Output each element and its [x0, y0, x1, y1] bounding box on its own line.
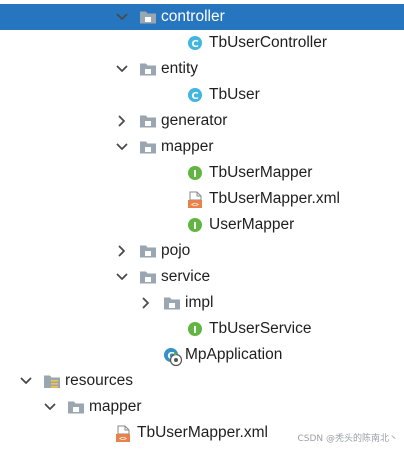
collapsed-arrow-icon[interactable] — [140, 290, 152, 316]
tree-node[interactable]: I TbUserMapper — [0, 160, 404, 186]
folder-icon — [163, 290, 181, 316]
expanded-arrow-icon[interactable] — [20, 368, 32, 394]
class-icon: C — [187, 30, 205, 56]
tree-node[interactable]: impl — [0, 290, 404, 316]
tree-node-label: TbUserMapper.xml — [209, 190, 340, 207]
tree-node-label: TbUserMapper — [209, 164, 313, 181]
tree-node-label: mapper — [161, 138, 214, 155]
svg-text:C: C — [167, 351, 174, 362]
tree-node-label: MpApplication — [185, 346, 283, 363]
tree-node-label: service — [161, 268, 211, 285]
xml-file-icon: <> — [187, 186, 205, 212]
interface-icon: I — [187, 212, 205, 238]
collapsed-arrow-icon[interactable] — [116, 108, 128, 134]
svg-text:C: C — [191, 91, 198, 102]
tree-node-label: controller — [161, 8, 225, 25]
tree-node-label: UserMapper — [209, 216, 295, 233]
expanded-arrow-icon[interactable] — [116, 4, 128, 30]
tree-node[interactable]: generator — [0, 108, 404, 134]
folder-icon — [139, 134, 157, 160]
tree-node[interactable]: C TbUser — [0, 82, 404, 108]
tree-node-label: mapper — [89, 398, 142, 415]
tree-node-label: resources — [65, 372, 134, 389]
tree-node-label: impl — [185, 294, 214, 311]
tree-node-label: TbUserMapper.xml — [137, 424, 268, 441]
svg-text:C: C — [191, 39, 198, 50]
svg-text:I: I — [193, 169, 197, 180]
tree-node[interactable]: controller — [0, 4, 404, 30]
tree-node-label: TbUserService — [209, 320, 312, 337]
expanded-arrow-icon[interactable] — [44, 394, 56, 420]
expanded-arrow-icon[interactable] — [116, 134, 128, 160]
tree-node-label: pojo — [161, 242, 191, 259]
tree-node-label: entity — [161, 60, 199, 77]
interface-icon: I — [187, 160, 205, 186]
tree-node[interactable]: service — [0, 264, 404, 290]
tree-node[interactable]: C TbUserController — [0, 30, 404, 56]
expanded-arrow-icon[interactable] — [116, 56, 128, 82]
tree-node[interactable]: mapper — [0, 394, 404, 420]
svg-text:<>: <> — [119, 435, 127, 443]
tree-node[interactable]: <> TbUserMapper.xml — [0, 186, 404, 212]
tree-node[interactable]: resources — [0, 368, 404, 394]
xml-file-icon: <> — [115, 420, 133, 446]
folder-icon — [67, 394, 85, 420]
tree-node[interactable]: I UserMapper — [0, 212, 404, 238]
folder-icon — [139, 108, 157, 134]
collapsed-arrow-icon[interactable] — [116, 238, 128, 264]
tree-node[interactable]: C MpApplication — [0, 342, 404, 368]
folder-icon — [139, 4, 157, 30]
tree-node[interactable]: mapper — [0, 134, 404, 160]
svg-text:<>: <> — [191, 201, 199, 209]
folder-icon — [139, 264, 157, 290]
svg-text:I: I — [193, 325, 197, 336]
folder-icon — [139, 56, 157, 82]
tree-node-label: TbUserController — [209, 34, 328, 51]
tree-node[interactable]: <> TbUserMapper.xml — [0, 420, 404, 446]
class-icon: C — [187, 82, 205, 108]
tree-node[interactable]: pojo — [0, 238, 404, 264]
tree-node[interactable]: I TbUserService — [0, 316, 404, 342]
tree-node-label: generator — [161, 112, 228, 129]
tree-node-label: TbUser — [209, 86, 260, 103]
spring-application-icon: C — [163, 342, 183, 368]
watermark: CSDN @秃头的陈南北丶 — [297, 434, 398, 444]
expanded-arrow-icon[interactable] — [116, 264, 128, 290]
tree-node[interactable]: entity — [0, 56, 404, 82]
svg-text:I: I — [193, 221, 197, 232]
resources-folder-icon — [43, 368, 61, 394]
interface-icon: I — [187, 316, 205, 342]
folder-icon — [139, 238, 157, 264]
